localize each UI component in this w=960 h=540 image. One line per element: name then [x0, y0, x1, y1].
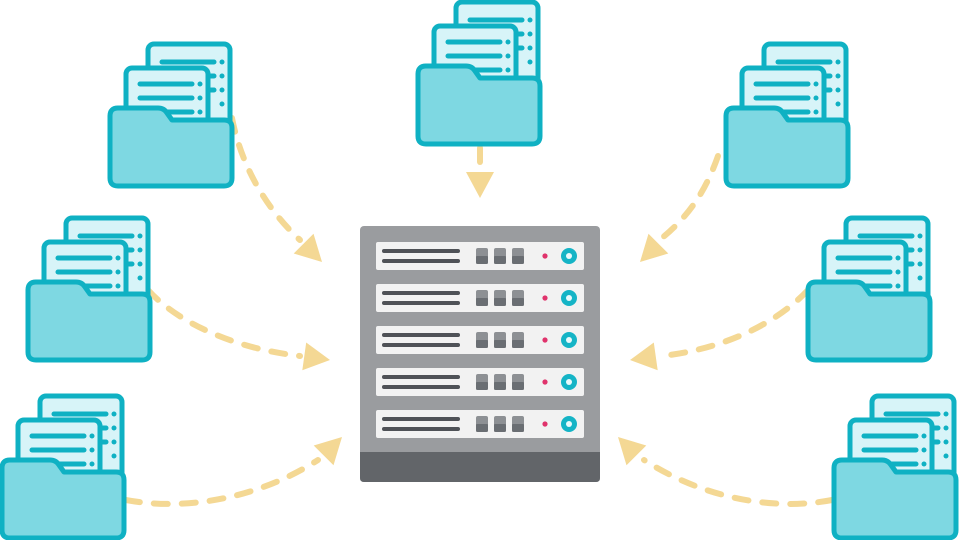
power-knob-center — [566, 337, 572, 343]
server-unit — [376, 410, 584, 438]
folder-body — [415, 63, 543, 147]
dashed-line — [229, 115, 303, 243]
connection-arrows — [123, 115, 835, 507]
status-led-icon — [542, 379, 548, 385]
drive-button-shade — [512, 382, 524, 390]
arrowhead-icon — [618, 437, 647, 466]
dashed-line — [659, 287, 811, 359]
power-knob-center — [566, 379, 572, 385]
folder-bottom-right — [831, 393, 959, 540]
connection-arrow-folder-middle-right — [630, 287, 811, 371]
dashed-line — [123, 457, 321, 507]
power-knob-center — [566, 295, 572, 301]
connection-arrow-folder-top-center — [466, 145, 494, 198]
server-unit — [376, 326, 584, 354]
connection-arrow-folder-bottom-right — [618, 437, 835, 507]
drive-button-shade — [476, 424, 488, 432]
arrowhead-icon — [302, 342, 330, 371]
folder-top-right — [723, 41, 851, 189]
status-led-icon — [542, 253, 548, 259]
folder-body — [723, 105, 851, 189]
server-base — [360, 452, 600, 482]
dashed-line — [641, 457, 835, 507]
drive-button-shade — [494, 298, 506, 306]
connection-arrow-folder-top-left — [229, 115, 322, 262]
drive-button-shade — [476, 298, 488, 306]
dashed-line — [659, 153, 721, 241]
folder-top-center — [415, 0, 543, 147]
drive-button-shade — [512, 340, 524, 348]
drive-button-shade — [494, 424, 506, 432]
server-unit — [376, 368, 584, 396]
folder-middle-right — [805, 215, 933, 363]
arrowhead-icon — [640, 233, 669, 262]
connection-arrow-folder-top-right — [640, 153, 721, 262]
power-knob-center — [566, 421, 572, 427]
folder-body — [107, 105, 235, 189]
drive-button-shade — [476, 340, 488, 348]
power-knob-center — [566, 253, 572, 259]
drive-button-shade — [512, 256, 524, 264]
drive-button-shade — [476, 382, 488, 390]
arrowhead-icon — [293, 233, 322, 262]
drive-button-shade — [512, 298, 524, 306]
status-led-icon — [542, 337, 548, 343]
folder-body — [0, 457, 127, 540]
drive-button-shade — [494, 382, 506, 390]
folder-top-left — [107, 41, 235, 189]
server-rack-icon — [360, 226, 600, 482]
drive-button-shade — [494, 340, 506, 348]
folder-body — [831, 457, 959, 540]
status-led-icon — [542, 421, 548, 427]
folder-bottom-left — [0, 393, 127, 540]
status-led-icon — [542, 295, 548, 301]
folder-body — [805, 279, 933, 363]
dashed-line — [145, 287, 303, 359]
connection-arrow-folder-bottom-left — [123, 437, 342, 507]
drive-button-shade — [512, 424, 524, 432]
arrowhead-icon — [313, 437, 342, 466]
folder-middle-left — [25, 215, 153, 363]
arrowhead-icon — [466, 172, 494, 198]
folder-body — [25, 279, 153, 363]
server-unit — [376, 284, 584, 312]
drive-button-shade — [494, 256, 506, 264]
server-unit — [376, 242, 584, 270]
arrowhead-icon — [630, 342, 658, 371]
drive-button-shade — [476, 256, 488, 264]
connection-arrow-folder-middle-left — [145, 287, 330, 371]
